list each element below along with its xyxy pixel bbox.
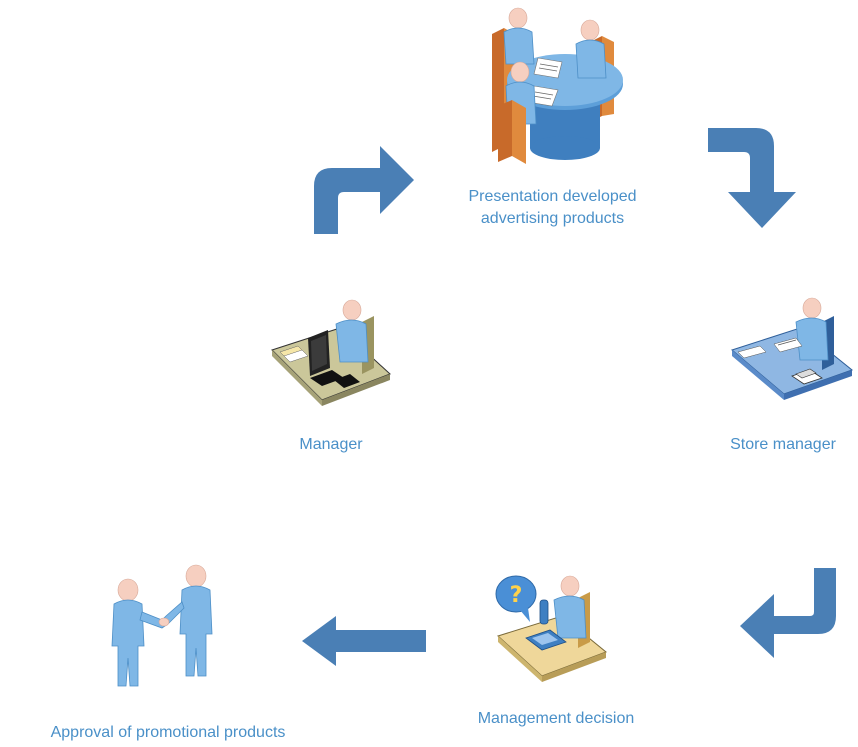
arrow-store-manager-to-decision <box>740 568 840 664</box>
curved-arrow-right-down-icon <box>708 128 796 228</box>
presentation-label: Presentation developed advertising produ… <box>468 188 637 227</box>
meeting-table-icon <box>492 7 623 164</box>
curved-arrow-down-left-icon <box>740 568 836 658</box>
arrow-presentation-to-store-manager <box>708 128 806 230</box>
manager-node <box>270 296 392 408</box>
arrow-manager-to-presentation <box>314 138 414 236</box>
arrow-decision-to-approval <box>302 616 426 666</box>
approval-label: Approval of promotional products <box>50 724 286 741</box>
question-bubble-icon: ? <box>495 575 537 622</box>
curved-arrow-up-right-icon <box>314 146 414 234</box>
management-decision-label: Management decision <box>477 710 635 727</box>
computer-desk-icon <box>271 299 391 406</box>
presentation-node <box>478 6 628 174</box>
approval-node <box>104 562 224 690</box>
management-decision-node: ? <box>494 572 608 682</box>
store-manager-label: Store manager <box>730 436 836 453</box>
handshake-icon <box>111 564 213 687</box>
phone-question-icon: ? <box>495 575 607 682</box>
manager-label: Manager <box>299 436 363 453</box>
store-manager-desk-icon <box>730 297 854 400</box>
straight-arrow-left-icon <box>302 616 426 666</box>
store-manager-node <box>730 294 854 402</box>
svg-text:?: ? <box>510 583 523 608</box>
